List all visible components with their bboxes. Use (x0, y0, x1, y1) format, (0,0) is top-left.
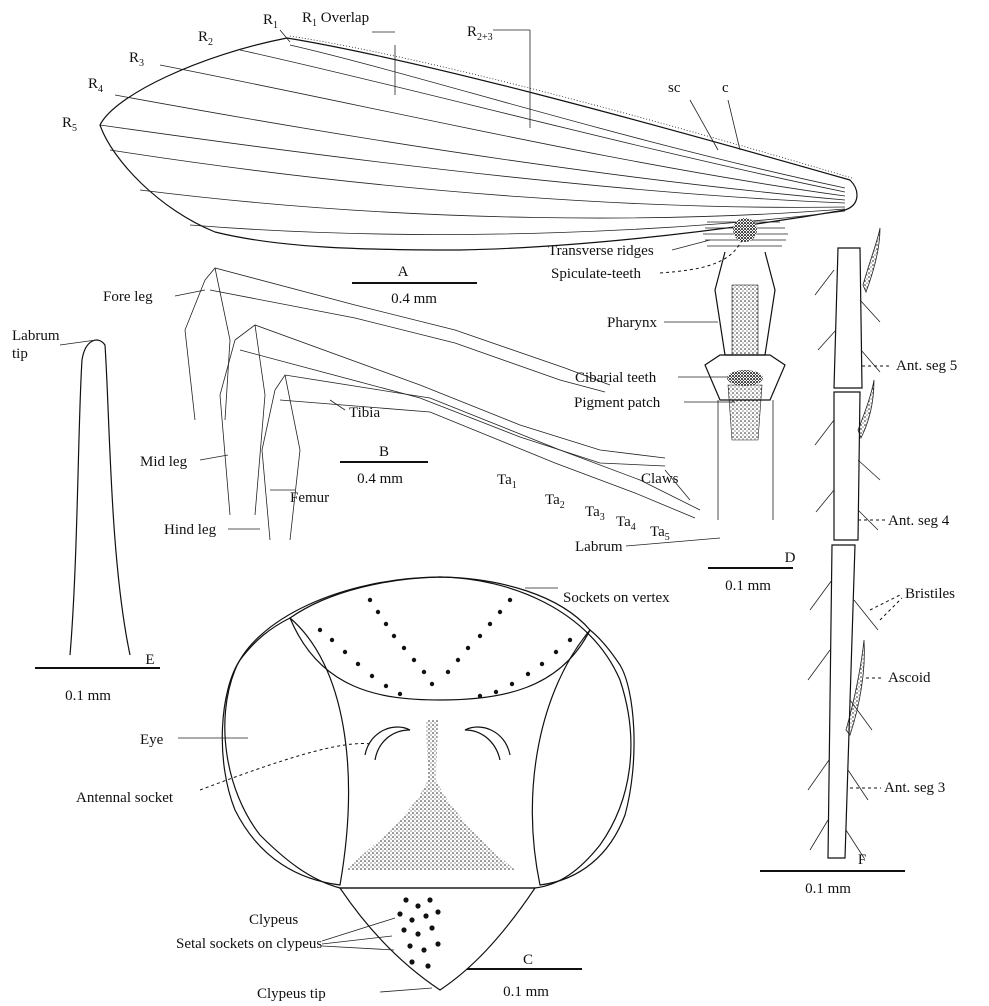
legs-label-ta4: Ta4 (616, 514, 636, 533)
labrum-outline (70, 340, 130, 655)
legs-label-mid-leg: Mid leg (140, 454, 188, 470)
mid-leg-drawing (220, 325, 665, 515)
legs-label-ta1: Ta1 (497, 472, 517, 491)
labrum-panel (35, 340, 160, 669)
pharynx-panel (703, 218, 793, 569)
head-label-antennal-socket: Antennal socket (76, 790, 174, 806)
cibarial-teeth (727, 370, 763, 386)
antenna-label-bristles: Bristiles (905, 586, 955, 602)
legs-label-ta2: Ta2 (545, 492, 565, 511)
labrum-label-line1: Labrum (12, 328, 60, 344)
wing-scale-bar (352, 282, 477, 284)
legs-label-ta3: Ta3 (585, 504, 605, 523)
pharynx-label-labrum: Labrum (575, 539, 623, 555)
antenna-label-seg3: Ant. seg 3 (884, 780, 945, 796)
ascoid-seg4 (858, 380, 874, 438)
head-label-clypeus-tip: Clypeus tip (257, 986, 326, 1002)
legs-label-fore-leg: Fore leg (103, 289, 153, 305)
pharynx-scale-bar (708, 567, 793, 569)
legs-scale-label: 0.4 mm (357, 471, 403, 487)
wing-label-r3: R3 (129, 50, 144, 69)
ascoid-seg5 (863, 228, 880, 292)
head-label-setal-sockets: Setal sockets on clypeus (176, 936, 322, 952)
antennal-socket-right (465, 727, 510, 760)
head-scale-bar (467, 968, 582, 970)
wing-label-c: c (722, 80, 729, 96)
head-label-eye: Eye (140, 732, 164, 748)
pharynx-label-spiculate-teeth: Spiculate-teeth (551, 266, 641, 282)
head-panel (222, 577, 634, 990)
pharynx-label-pharynx: Pharynx (607, 315, 657, 331)
antenna-seg4 (834, 392, 860, 540)
head-label-clypeus: Clypeus (249, 912, 298, 928)
legs-label-tibia: Tibia (349, 405, 380, 421)
head-label-sockets-vertex: Sockets on vertex (563, 590, 670, 606)
antenna-bristles (808, 270, 880, 858)
spiculate-teeth-patch (733, 218, 757, 242)
wing-scale-label: 0.4 mm (391, 291, 437, 307)
wing-label-r2: R2 (198, 29, 213, 48)
legs-label-hind-leg: Hind leg (164, 522, 217, 538)
wing-panel-letter: A (398, 264, 409, 280)
antenna-panel-letter: F (858, 852, 866, 868)
head-vertex-outline (290, 577, 590, 700)
labrum-panel-letter: E (145, 652, 154, 668)
wing-label-r5: R5 (62, 115, 77, 134)
right-eye-outline (532, 630, 634, 885)
pharynx-scale-label: 0.1 mm (725, 578, 771, 594)
pharynx-label-transverse-ridges: Transverse ridges (548, 243, 654, 259)
antenna-scale-label: 0.1 mm (805, 881, 851, 897)
labrum-scale-bar (35, 667, 160, 669)
labrum-scale-label: 0.1 mm (65, 688, 111, 704)
antenna-seg5 (834, 248, 862, 388)
antenna-scale-bar (760, 870, 905, 872)
vertex-sockets (318, 598, 572, 698)
legs-label-ta5: Ta5 (650, 524, 670, 543)
head-scale-label: 0.1 mm (503, 984, 549, 1000)
labrum-label-line2: tip (12, 346, 28, 362)
legs-label-femur: Femur (290, 490, 329, 506)
wing-label-r1: R1 (263, 12, 278, 31)
wing-label-sc: sc (668, 80, 681, 96)
pharynx-label-pigment-patch: Pigment patch (574, 395, 661, 411)
antennal-socket-left (365, 727, 410, 760)
antenna-label-ascoid: Ascoid (888, 670, 931, 686)
antenna-label-seg5: Ant. seg 5 (896, 358, 957, 374)
pharynx-panel-letter: D (785, 550, 796, 566)
head-panel-letter: C (523, 952, 533, 968)
clypeal-setal-sockets (397, 897, 440, 968)
legs-scale-bar (340, 461, 428, 463)
frons-pigment (345, 720, 515, 870)
pharynx-label-cibarial-teeth: Cibarial teeth (575, 370, 657, 386)
left-eye-outline (222, 618, 348, 885)
wing-label-r1-overlap: R1 Overlap (302, 10, 369, 29)
ascoid-seg3 (846, 640, 864, 735)
pigment-patch (728, 385, 762, 440)
wing-veins (100, 30, 845, 234)
legs-panel-letter: B (379, 444, 389, 460)
antenna-label-seg4: Ant. seg 4 (888, 513, 950, 529)
wing-label-r23: R2+3 (467, 24, 493, 43)
wing-label-r4: R4 (88, 76, 103, 95)
antenna-panel (760, 228, 905, 872)
pharynx-stipple (732, 285, 758, 355)
